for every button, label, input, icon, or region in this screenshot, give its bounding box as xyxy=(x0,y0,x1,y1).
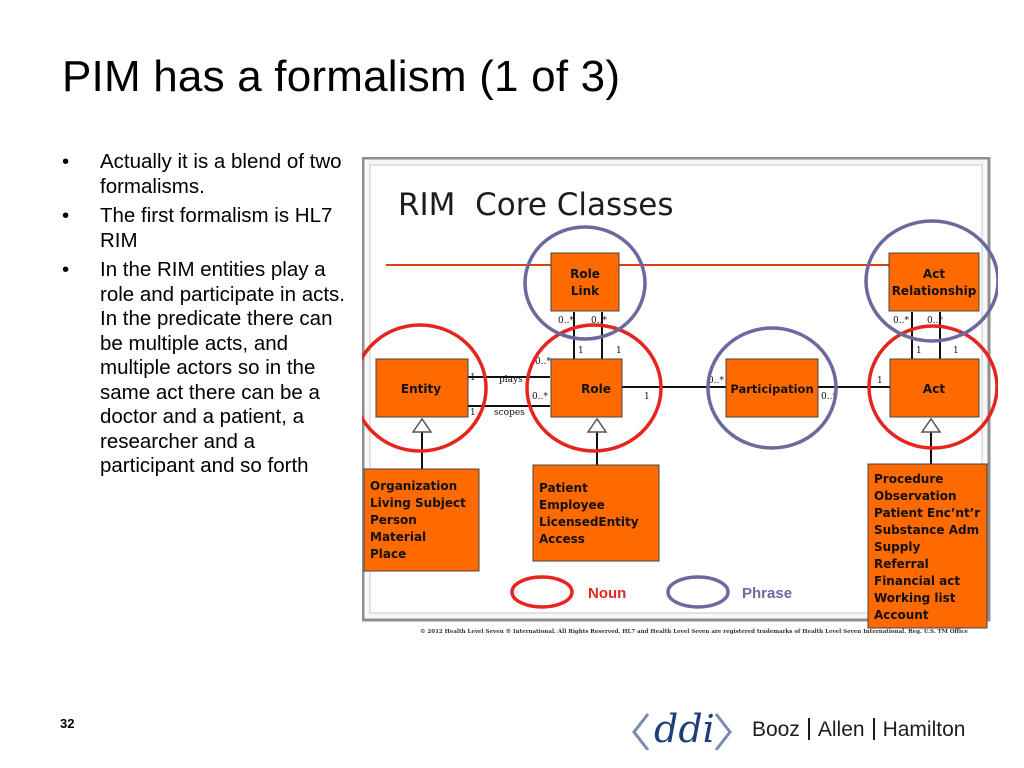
subclass-labels: Organization Living Subject Person Mater… xyxy=(370,472,980,622)
role-subclass: Access xyxy=(539,532,585,546)
act-subclass: Observation xyxy=(874,489,957,503)
brand-separator xyxy=(872,718,875,740)
entity-box xyxy=(375,358,469,418)
bullet-item: The first formalism is HL7 RIM xyxy=(60,204,350,253)
logo-ddi-text: ddi xyxy=(654,707,715,750)
phrase-ring-participation xyxy=(706,326,838,450)
multiplicity-label: 1 xyxy=(644,392,650,402)
act-subclass: Substance Adm xyxy=(874,523,979,537)
act-subclass: Procedure xyxy=(874,472,943,486)
entity-label: Entity xyxy=(401,382,441,396)
inheritance-triangle xyxy=(920,417,942,433)
class-labels: Role Link Act Relationship Entity Role P… xyxy=(401,267,977,396)
multiplicity-label: 0..* xyxy=(558,316,574,326)
act-relationship-label-line2: Relationship xyxy=(892,284,977,298)
noun-legend-ring xyxy=(510,575,574,609)
entity-subclass: Material xyxy=(370,530,426,544)
page-number: 32 xyxy=(60,716,75,731)
phrase-legend-ring xyxy=(666,575,730,609)
multiplicity-label: 1 xyxy=(877,376,883,386)
entity-subclass: Living Subject xyxy=(370,496,466,510)
booz-allen-hamilton-logo: Booz Allen Hamilton xyxy=(752,718,965,742)
entity-subclass-box xyxy=(363,468,480,572)
multiplicity-label: 0..* xyxy=(821,392,837,402)
multiplicity-label: 1 xyxy=(470,408,476,418)
multiplicity-label: 0..* xyxy=(535,357,551,367)
rim-core-classes-diagram: RIM Core Classes plays scopes 1 1 0..* 0… xyxy=(362,157,998,635)
noun-ring-role xyxy=(525,323,663,453)
brand-word: Booz xyxy=(752,718,800,741)
entity-subclass: Place xyxy=(370,547,406,561)
act-subclass: Supply xyxy=(874,540,920,554)
role-link-box xyxy=(550,252,620,312)
noun-ring-entity xyxy=(362,323,488,453)
noun-legend-label: Noun xyxy=(588,585,626,602)
logo-left-bracket xyxy=(632,713,650,750)
participation-box xyxy=(725,358,819,418)
multiplicity-label: 1 xyxy=(916,346,922,356)
act-subclass: Patient Enc’nt’r xyxy=(874,506,980,520)
multiplicity-label: 1 xyxy=(616,346,622,356)
copyright-notice: © 2012 Health Level Seven ® Internationa… xyxy=(420,628,968,635)
act-subclass: Working list xyxy=(874,591,956,605)
act-subclass: Account xyxy=(874,608,929,622)
role-subclass-box xyxy=(532,464,660,562)
association-labels: plays scopes 1 1 0..* 0..* 0..* 1 0..* 1… xyxy=(470,316,959,418)
subclass-boxes xyxy=(363,463,988,629)
multiplicity-label: 1 xyxy=(470,373,476,383)
entity-subclass: Person xyxy=(370,513,417,527)
slide-title: PIM has a formalism (1 of 3) xyxy=(62,52,621,101)
act-relationship-box xyxy=(888,252,980,312)
act-subclass-box xyxy=(867,463,988,629)
role-subclass: Patient xyxy=(539,481,588,495)
inheritance-triangle xyxy=(411,417,433,433)
role-link-label-line1: Role xyxy=(570,267,600,281)
bullet-item: In the RIM entities play a role and part… xyxy=(60,258,350,479)
brand-word: Allen xyxy=(817,718,865,741)
phrase-ring-role-link xyxy=(523,225,647,341)
class-boxes xyxy=(375,252,980,418)
phrase-ring-act-relationship xyxy=(864,219,998,343)
role-box xyxy=(550,358,623,418)
act-box xyxy=(889,358,980,418)
entity-subclass: Organization xyxy=(370,479,457,493)
scopes-label: scopes xyxy=(494,408,525,418)
highlight-rings xyxy=(362,219,998,453)
multiplicity-label: 1 xyxy=(953,346,959,356)
multiplicity-label: 0..* xyxy=(591,316,607,326)
role-subclass: LicensedEntity xyxy=(539,515,639,529)
bullet-item: Actually it is a blend of two formalisms… xyxy=(60,150,350,199)
plays-label: plays xyxy=(499,375,523,385)
multiplicity-label: 1 xyxy=(578,346,584,356)
brand-separator xyxy=(807,718,810,740)
bullet-list: Actually it is a blend of two formalisms… xyxy=(60,150,350,484)
multiplicity-label: 0..* xyxy=(708,376,724,386)
logo-right-bracket xyxy=(714,713,732,750)
brand-word: Hamilton xyxy=(882,718,966,741)
multiplicity-label: 0..* xyxy=(532,392,548,402)
inheritance-triangle xyxy=(586,417,608,433)
ddi-logo: ddi xyxy=(632,707,732,750)
act-label: Act xyxy=(923,382,945,396)
act-relationship-label-line1: Act xyxy=(923,267,945,281)
noun-ring-act xyxy=(867,324,998,450)
phrase-legend-label: Phrase xyxy=(742,585,792,602)
inheritance-triangles xyxy=(411,417,942,433)
role-label: Role xyxy=(581,382,611,396)
participation-label: Participation xyxy=(730,382,813,396)
diagram-heading: RIM Core Classes xyxy=(398,187,674,223)
multiplicity-label: 0..* xyxy=(927,316,943,326)
role-subclass: Employee xyxy=(539,498,605,512)
multiplicity-label: 0..* xyxy=(893,316,909,326)
act-subclass: Referral xyxy=(874,557,929,571)
act-subclass: Financial act xyxy=(874,574,960,588)
role-link-label-line2: Link xyxy=(571,284,600,298)
